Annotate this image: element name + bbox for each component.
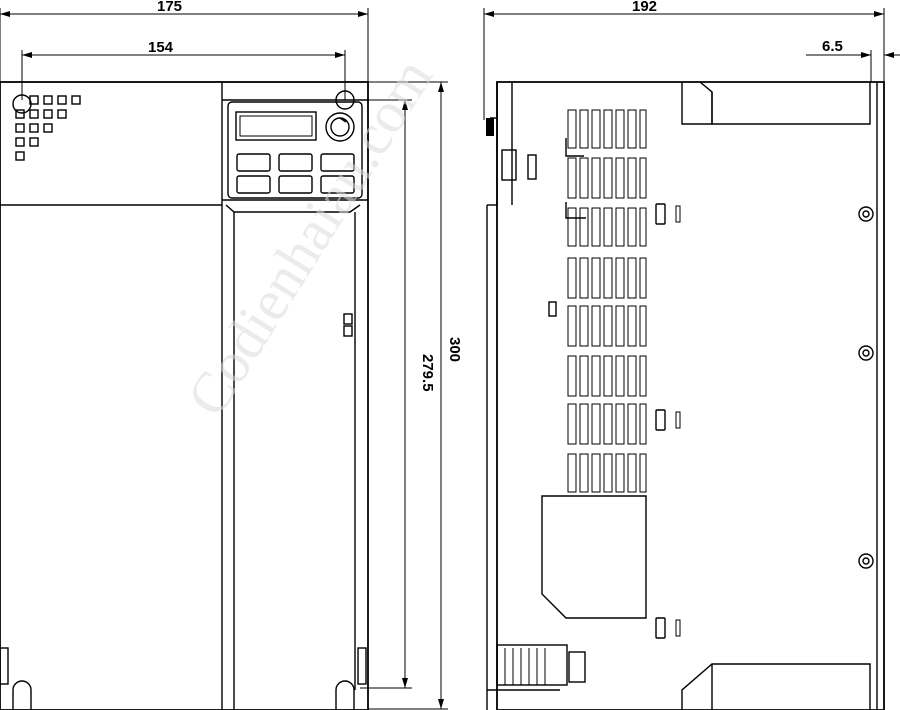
dim-depth: 192 xyxy=(632,0,657,15)
top-foot xyxy=(681,81,713,125)
bottom-foot xyxy=(681,663,871,710)
keypad-button xyxy=(320,175,355,194)
side-view: 192 6.5 xyxy=(483,0,900,710)
watermark: Codienhaiau.com xyxy=(174,47,445,427)
side-screw xyxy=(858,206,874,222)
mount-slot-bottom-right xyxy=(335,680,355,710)
front-view: 175 154 xyxy=(0,0,463,710)
dial-knob xyxy=(325,112,355,142)
dim-mount-hole-spacing: 154 xyxy=(148,39,174,56)
dim-foot-offset: 6.5 xyxy=(822,38,843,55)
dim-front-width: 175 xyxy=(157,0,182,15)
bottom-connector xyxy=(496,644,568,686)
front-body-outline xyxy=(0,81,369,710)
mount-hole-top-right xyxy=(335,90,355,110)
side-label-plate xyxy=(541,495,647,619)
dim-total-height: 300 xyxy=(446,337,463,362)
display-window xyxy=(235,111,317,141)
keypad-button xyxy=(278,175,313,194)
keypad-panel xyxy=(227,101,363,199)
side-body-outline xyxy=(496,81,885,710)
side-screw xyxy=(858,553,874,569)
front-vent-grid xyxy=(15,95,81,161)
side-screw xyxy=(858,345,874,361)
keypad-button xyxy=(236,153,271,172)
keypad-button xyxy=(320,153,355,172)
mount-slot-bottom-left xyxy=(12,680,32,710)
keypad-button xyxy=(278,153,313,172)
dim-mount-hole-vertical: 279.5 xyxy=(419,354,436,392)
keypad-button xyxy=(236,175,271,194)
side-vent-slots xyxy=(567,109,647,493)
